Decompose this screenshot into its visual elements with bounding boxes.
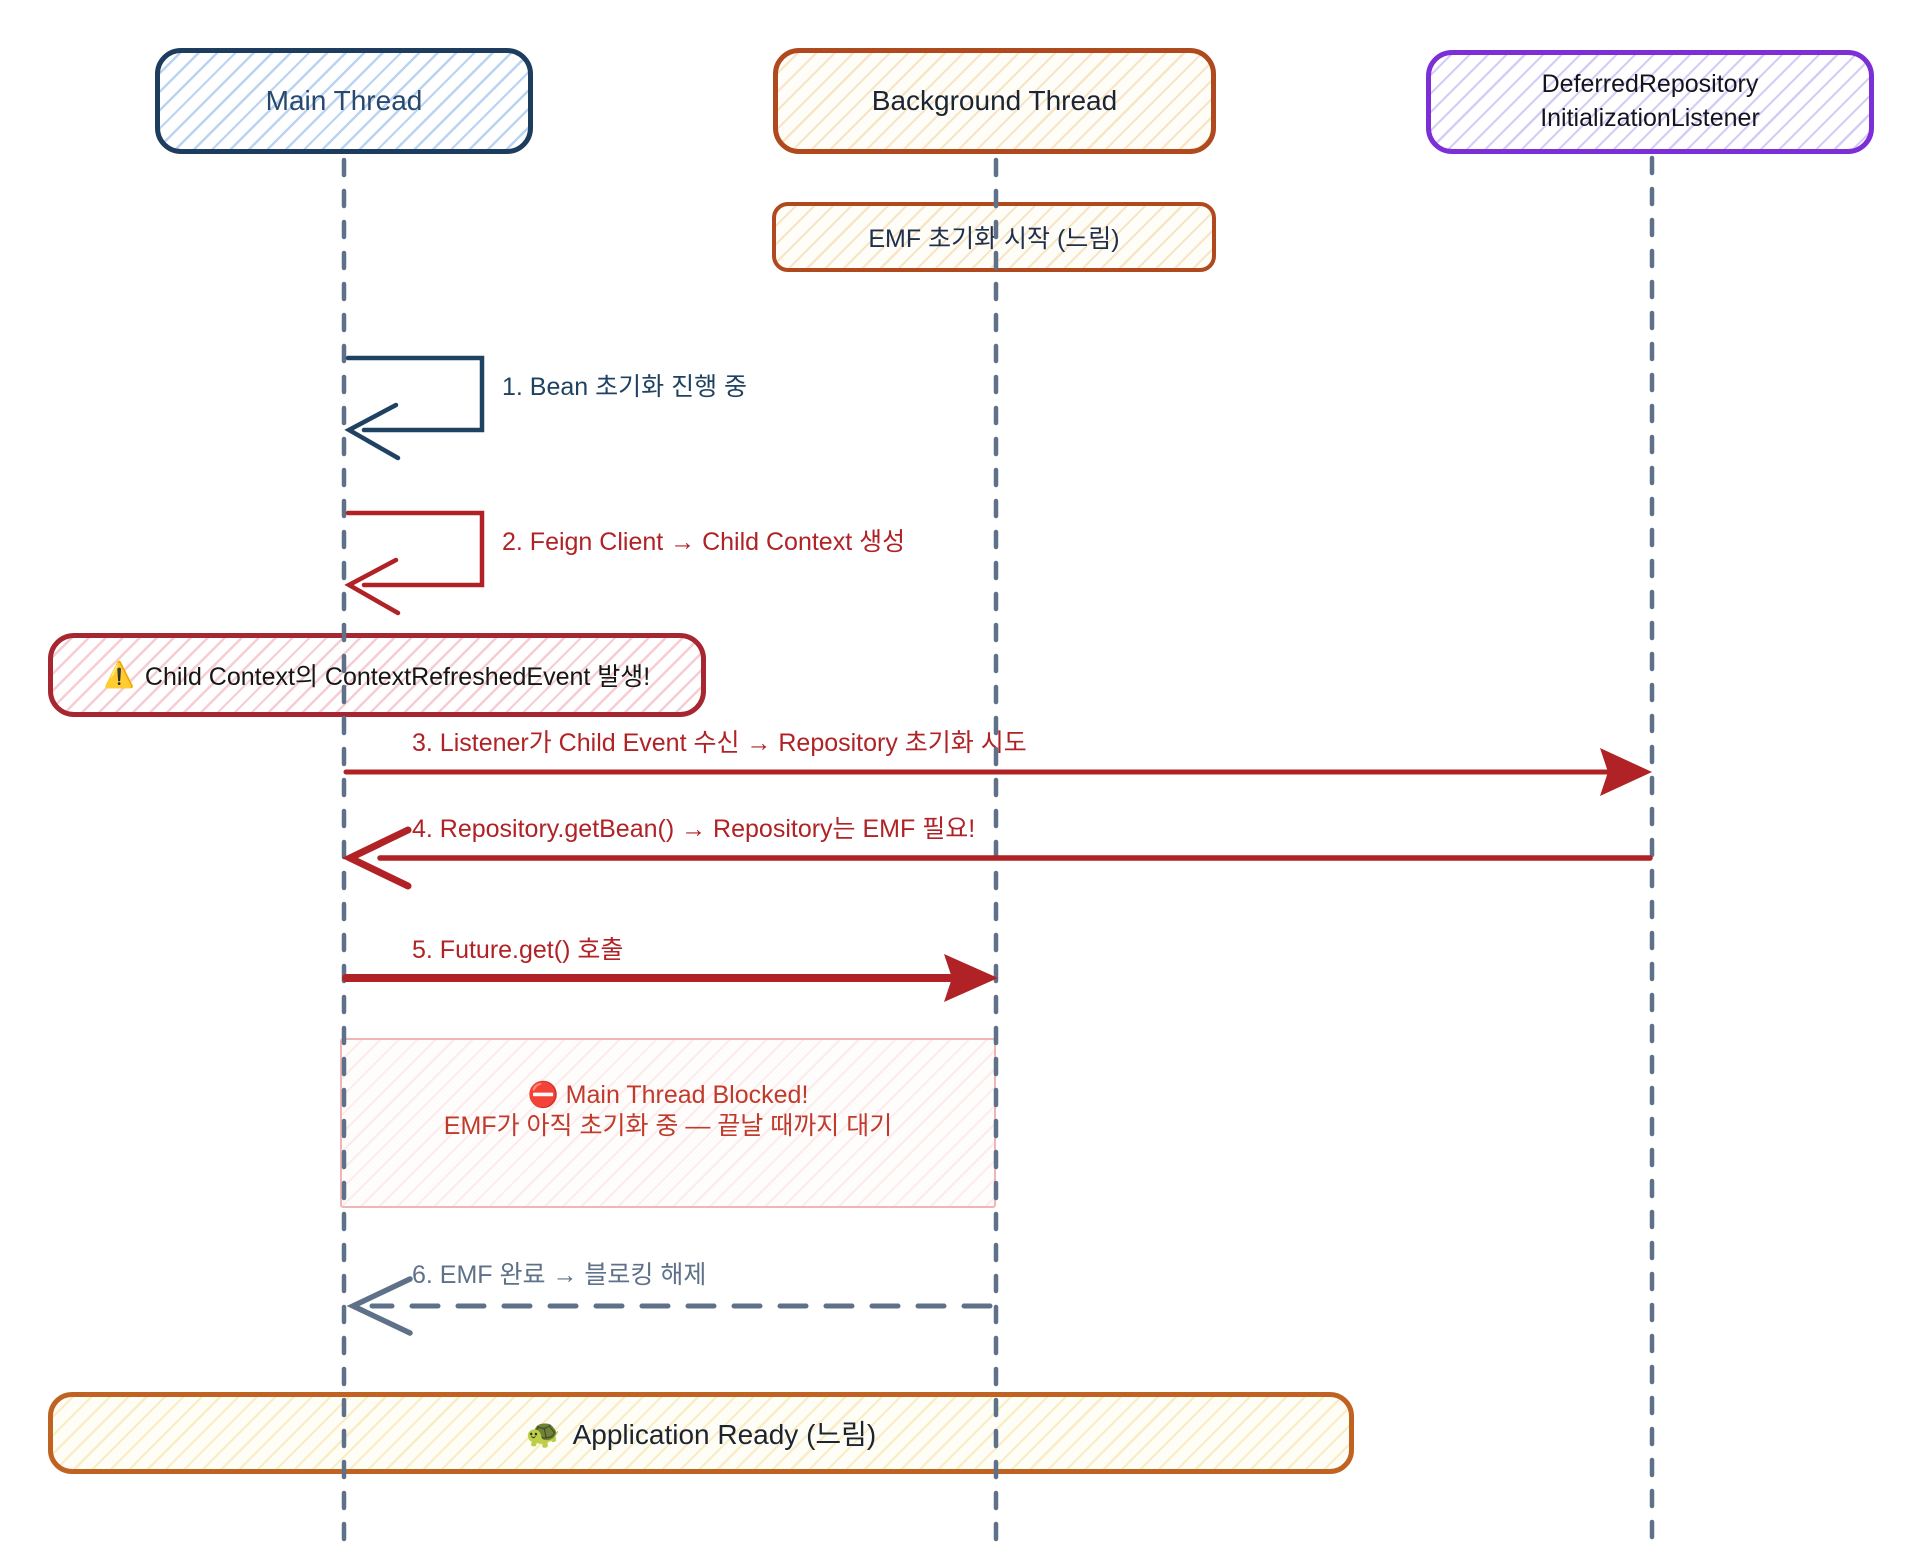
blocked-title-text: Main Thread Blocked! [565, 1081, 809, 1109]
participant-main-thread: Main Thread [155, 48, 533, 154]
note-main-thread-blocked: ⛔ Main Thread Blocked! EMF가 아직 초기화 중 — 끝… [340, 1038, 996, 1208]
message-3-label: 3. Listener가 Child Event 수신 → Repository… [412, 729, 1027, 757]
note-text: Child Context의 ContextRefreshedEvent 발생! [144, 663, 651, 691]
message-2-label: 2. Feign Client → Child Context 생성 [502, 528, 906, 556]
message-1-label: 1. Bean 초기화 진행 중 [502, 373, 748, 401]
message-4-label: 4. Repository.getBean() → Repository는 EM… [412, 815, 976, 843]
message-5-label: 5. Future.get() 호출 [412, 936, 624, 964]
note-application-ready: 🐢 Application Ready (느림) [48, 1392, 1354, 1474]
note-emf-init-start: EMF 초기화 시작 (느림) [772, 202, 1216, 272]
message-6-label: 6. EMF 완료 → 블로킹 해제 [412, 1261, 707, 1289]
warning-icon: ⚠️ [103, 660, 135, 689]
participant-background-thread: Background Thread [773, 48, 1216, 154]
participant-label-line2: InitializationListener [1540, 104, 1760, 132]
participant-label-line1: DeferredRepository [1541, 70, 1759, 99]
footer-text: Application Ready (느림) [572, 1419, 877, 1450]
message-2-self-loop-arrow [344, 510, 485, 616]
no-entry-icon: ⛔ [527, 1081, 559, 1109]
message-1-self-loop-arrow [344, 355, 485, 461]
participant-listener: DeferredRepository InitializationListene… [1426, 50, 1874, 154]
blocked-subtitle: EMF가 아직 초기화 중 — 끝날 때까지 대기 [443, 1112, 893, 1140]
participant-label: Background Thread [871, 85, 1118, 116]
turtle-icon: 🐢 [525, 1417, 561, 1449]
note-text: EMF 초기화 시작 (느림) [868, 225, 1120, 253]
blocked-title: ⛔ Main Thread Blocked! [528, 1080, 809, 1111]
note-child-context-event: ⚠️ Child Context의 ContextRefreshedEvent … [48, 633, 706, 717]
participant-label: Main Thread [265, 85, 423, 116]
